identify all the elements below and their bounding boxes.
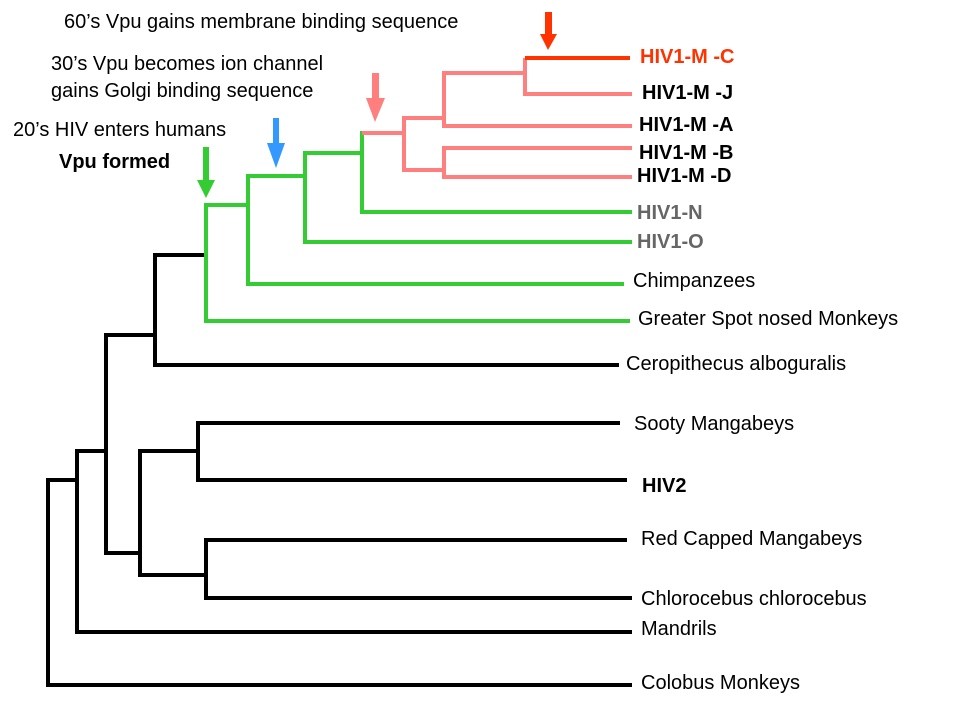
taxon-label-red-capped-mangabeys: Red Capped Mangabeys bbox=[641, 528, 863, 550]
taxon-label-hiv1-o: HIV1-O bbox=[637, 231, 704, 253]
annotation-20s: 20’s HIV enters humans bbox=[13, 119, 227, 141]
taxon-label-ceropithecus-alboguralis: Ceropithecus alboguralis bbox=[626, 353, 847, 375]
arrow-red bbox=[540, 12, 557, 50]
taxon-label-hiv1-m-a: HIV1-M -A bbox=[639, 114, 734, 136]
arrow-red-head bbox=[540, 34, 557, 50]
taxon-label-chlorocebus-chlorocebus: Chlorocebus chlorocebus bbox=[641, 588, 867, 610]
arrow-pink-shaft bbox=[372, 73, 379, 99]
arrow-green bbox=[197, 147, 215, 198]
branch-rcm-chloro-vertical bbox=[204, 538, 632, 600]
taxon-label-hiv1-m-d: HIV1-M -D bbox=[637, 165, 732, 187]
branch-sooty-hiv2-vertical bbox=[196, 421, 627, 482]
taxon-label-hiv2: HIV2 bbox=[642, 475, 687, 497]
annotation-60s: 60’s Vpu gains membrane binding sequence bbox=[64, 11, 459, 33]
arrow-green-shaft bbox=[203, 147, 209, 181]
branch-root bbox=[46, 478, 632, 687]
taxon-label-hiv1-m-c: HIV1-M -C bbox=[640, 46, 735, 68]
pink-branches bbox=[362, 58, 632, 179]
taxon-label-hiv1-m-b: HIV1-M -B bbox=[639, 142, 734, 164]
branch-404-vertical bbox=[402, 116, 446, 172]
taxon-label-hiv1-m-j: HIV1-M -J bbox=[642, 82, 734, 104]
arrow-blue bbox=[267, 118, 285, 168]
arrow-blue-head bbox=[267, 143, 285, 168]
arrow-red-shaft bbox=[545, 12, 552, 36]
branch-a-node bbox=[442, 71, 632, 128]
branch-hiv1-o bbox=[303, 151, 632, 244]
branch-chimps bbox=[246, 174, 624, 286]
taxon-label-sooty-mangabeys: Sooty Mangabeys bbox=[634, 413, 795, 435]
taxon-label-mandrils: Mandrils bbox=[641, 618, 717, 640]
branch-106-vertical bbox=[104, 333, 142, 555]
branch-hiv1-n bbox=[360, 131, 632, 214]
annotation-vpu-formed: Vpu formed bbox=[59, 151, 171, 173]
arrow-pink-head bbox=[366, 98, 385, 122]
black-branches bbox=[46, 253, 632, 687]
branch-bd bbox=[442, 146, 632, 179]
annotation-30s-line2: gains Golgi binding sequence bbox=[51, 80, 314, 102]
arrow-pink bbox=[366, 73, 385, 122]
arrow-green-head bbox=[197, 180, 215, 198]
taxon-label-hiv1-n: HIV1-N bbox=[637, 202, 703, 224]
branch-mandrils-node bbox=[75, 449, 632, 634]
branch-j bbox=[523, 58, 632, 96]
arrow-blue-shaft bbox=[273, 118, 279, 144]
branch-155-vertical bbox=[153, 253, 619, 367]
branch-gsn bbox=[204, 203, 630, 323]
taxon-label-colobus-monkeys: Colobus Monkeys bbox=[641, 672, 800, 694]
taxon-label-chimpanzees: Chimpanzees bbox=[633, 270, 756, 292]
green-branches bbox=[204, 131, 632, 323]
annotation-30s-line1: 30’s Vpu becomes ion channel bbox=[51, 53, 324, 75]
taxon-label-greater-spot-nosed-monkeys: Greater Spot nosed Monkeys bbox=[638, 308, 899, 330]
